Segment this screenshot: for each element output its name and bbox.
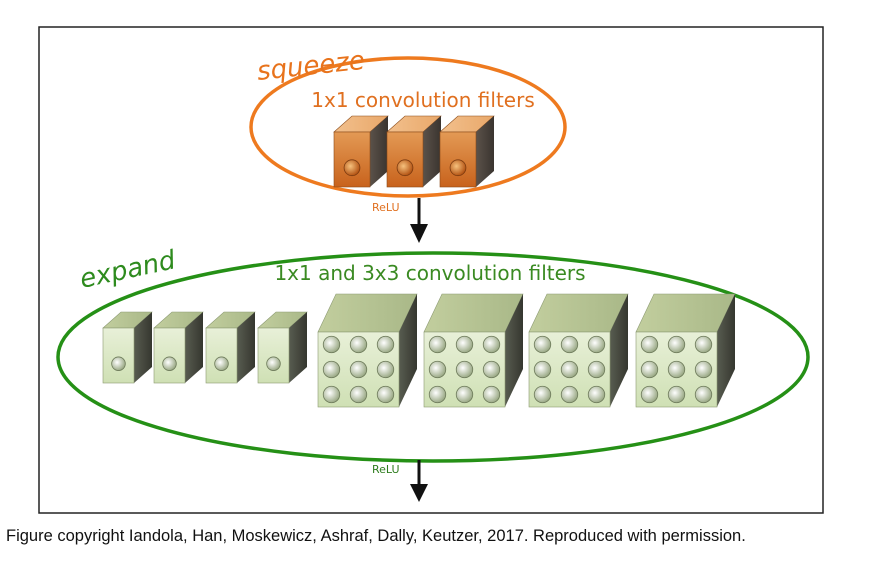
filter-weight-knob <box>667 360 686 379</box>
filter-weight-knob <box>533 360 552 379</box>
filter-weight-knob <box>560 385 579 404</box>
filter-weight-knob <box>533 335 552 354</box>
filter-weight-knob <box>560 335 579 354</box>
squeeze-filter-1x1 <box>386 115 442 188</box>
squeeze-filter-1x1 <box>333 115 389 188</box>
filter-weight-knob <box>455 335 474 354</box>
expand-filter-1x1 <box>205 311 256 384</box>
filter-weight-knob <box>376 360 395 379</box>
squeeze-subtitle: 1x1 convolution filters <box>311 88 534 112</box>
filter-weight-knob <box>322 335 341 354</box>
filter-weight-knob <box>214 356 229 371</box>
arrow-squeeze-to-expand-head <box>410 224 428 243</box>
cube-side-face <box>185 312 203 383</box>
filter-weight-knob <box>266 356 281 371</box>
filter-weight-knob <box>343 159 361 177</box>
filter-weight-knob <box>482 385 501 404</box>
filter-weight-knob <box>694 385 713 404</box>
filter-weight-knob <box>640 335 659 354</box>
arrow-output-head <box>410 484 428 502</box>
squeeze-filters <box>333 115 495 188</box>
filter-weight-knob <box>694 360 713 379</box>
filter-weight-knob <box>449 159 467 177</box>
cube-front-face <box>153 327 186 384</box>
filter-weight-knob <box>428 360 447 379</box>
cube-front-face <box>439 131 477 188</box>
filter-weight-knob <box>587 385 606 404</box>
cube-side-face <box>399 294 417 407</box>
expand-filter-1x1 <box>257 311 308 384</box>
cube-front-face <box>257 327 290 384</box>
filter-weight-knob <box>482 360 501 379</box>
cube-side-face <box>476 116 494 187</box>
filter-weight-knob <box>455 360 474 379</box>
expand-subtitle: 1x1 and 3x3 convolution filters <box>274 261 585 285</box>
cube-side-face <box>717 294 735 407</box>
filter-weight-knob <box>482 335 501 354</box>
expand-filter-3x3 <box>528 293 629 408</box>
cube-front-face <box>102 327 135 384</box>
cube-side-face <box>289 312 307 383</box>
filter-weight-knob <box>587 335 606 354</box>
filter-weight-knob <box>111 356 126 371</box>
filter-weight-knob <box>376 385 395 404</box>
expand-filter-3x3 <box>423 293 524 408</box>
expand-filter-3x3 <box>317 293 418 408</box>
cube-side-face <box>370 116 388 187</box>
cube-front-face <box>205 327 238 384</box>
filter-weight-knob <box>560 360 579 379</box>
filter-weight-knob <box>640 360 659 379</box>
filter-weight-knob <box>349 385 368 404</box>
filter-weight-knob <box>428 335 447 354</box>
filter-weight-knob <box>533 385 552 404</box>
expand-filter-1x1 <box>102 311 153 384</box>
squeeze-ellipse <box>249 56 567 198</box>
cube-side-face <box>237 312 255 383</box>
filter-weight-knob <box>667 335 686 354</box>
expand-ellipse <box>56 251 810 463</box>
filter-weight-knob <box>349 335 368 354</box>
expand-filter-1x1 <box>153 311 204 384</box>
filter-weight-knob <box>322 385 341 404</box>
filter-weight-knob <box>667 385 686 404</box>
cube-side-face <box>134 312 152 383</box>
relu-top-label: ReLU <box>372 201 400 214</box>
filter-weight-knob <box>322 360 341 379</box>
filter-weight-knob <box>376 335 395 354</box>
cube-side-face <box>610 294 628 407</box>
filter-weight-knob <box>694 335 713 354</box>
filter-weight-knob <box>162 356 177 371</box>
squeeze-filter-1x1 <box>439 115 495 188</box>
filter-weight-knob <box>396 159 414 177</box>
filter-weight-knob <box>455 385 474 404</box>
figure-caption: Figure copyright Iandola, Han, Moskewicz… <box>6 527 746 545</box>
relu-bottom-label: ReLU <box>372 463 400 476</box>
filter-weight-knob <box>640 385 659 404</box>
expand-filter-3x3 <box>635 293 736 408</box>
cube-side-face <box>505 294 523 407</box>
filter-weight-knob <box>428 385 447 404</box>
cube-side-face <box>423 116 441 187</box>
filter-weight-knob <box>587 360 606 379</box>
filter-weight-knob <box>349 360 368 379</box>
expand-filters <box>102 293 736 408</box>
